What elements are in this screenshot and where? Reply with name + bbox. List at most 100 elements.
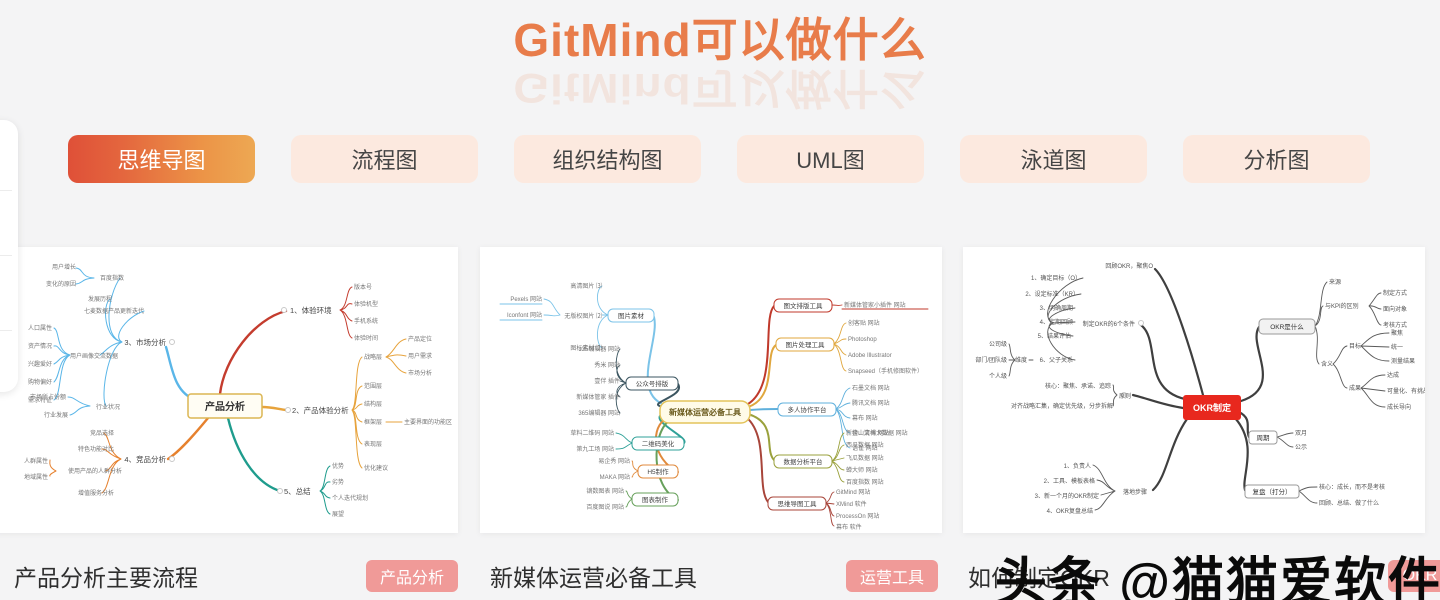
map-node: 图表制作: [642, 495, 669, 504]
map-node: 秀米 网站: [594, 361, 620, 369]
map-node: 草料二维码 网站: [570, 429, 614, 437]
tab-uml[interactable]: UML图: [737, 135, 924, 183]
okr-center-box: [1183, 395, 1241, 420]
card-caption-okr: 如何制定OKR: [968, 565, 1110, 591]
map-node: 展望: [332, 510, 344, 518]
map-node: 七麦数据产品更新迭代: [84, 307, 144, 315]
tab-swimlane[interactable]: 泳道图: [960, 135, 1147, 183]
map-node: 百度图说 网站: [586, 503, 624, 511]
map-node: OKR是什么: [1270, 322, 1304, 331]
map-node: 公众号排版: [636, 379, 669, 388]
center-node-label: OKR制定: [1193, 402, 1232, 413]
map-node: Snapseed（手机修图软件）: [848, 367, 923, 375]
mindmap-card-okr[interactable]: OKR制定 OKR是什么 来源 与KPI的区别 制定方式 面向对象 考核方式 含…: [963, 247, 1425, 533]
branch-lines-red: [218, 286, 353, 396]
map-node: 增值服务分析: [78, 489, 114, 497]
map-node: 2、工具、模板表格: [1044, 477, 1095, 485]
map-node: 5、结果评估: [1038, 332, 1071, 340]
map-node: 目标: [1349, 342, 1361, 350]
toggle-dots: [1121, 320, 1144, 398]
map-node: 思维导图工具: [778, 499, 818, 508]
tab-orgchart[interactable]: 组织结构图: [514, 135, 701, 183]
map-node: 3、新一个月的OKR制定: [1035, 492, 1099, 500]
map-node: GitMind 网站: [836, 488, 870, 496]
divider: [0, 255, 12, 256]
map-node: 4、OKR复盘总结: [1047, 507, 1093, 515]
map-node: 1、确定目标（O）: [1031, 274, 1081, 282]
map-node: 来源: [1329, 278, 1341, 286]
tab-mindmap[interactable]: 思维导图: [68, 135, 255, 183]
map-node: 人群属性: [24, 457, 48, 465]
map-node: 达成: [1387, 371, 1399, 379]
mindmap-svg-okr: OKR制定 OKR是什么 来源 与KPI的区别 制定方式 面向对象 考核方式 含…: [975, 262, 1425, 515]
map-node: 战略层: [364, 353, 382, 361]
map-node: 金山文档 网站: [852, 429, 890, 437]
map-node: 复盘（打分）: [1253, 487, 1292, 496]
watermark-toutiao: 头条 @猫猫爱软件: [994, 554, 1440, 600]
map-node: 落地步骤: [1123, 488, 1147, 496]
map-node: XMind 软件: [836, 500, 867, 508]
map-node: 测量结果: [1391, 357, 1415, 365]
card-caption-media-tools: 新媒体运营必备工具: [490, 565, 697, 591]
map-node: 图文排版工具: [784, 301, 824, 310]
map-node: 幕布 网站: [852, 414, 878, 422]
map-node: 用户增长: [52, 263, 76, 271]
map-node: MAKA 网站: [600, 473, 630, 481]
map-node: 优化建议: [364, 464, 388, 472]
map-node: 数据分析平台: [784, 457, 823, 466]
map-node: 用户画像交流数据: [70, 352, 118, 360]
map-node: 成果: [1349, 384, 1361, 392]
map-node: 用户需求: [408, 352, 432, 360]
map-node: 壹伴 插件: [594, 377, 620, 385]
tab-analysis[interactable]: 分析图: [1183, 135, 1370, 183]
map-node: 周期: [1257, 434, 1271, 442]
map-node: 幕布 软件: [836, 523, 862, 531]
map-node: 镝数图表 网站: [586, 487, 624, 495]
map-node: 图标素材 ⑵: [570, 344, 602, 352]
map-node: Iconfont 网站: [507, 311, 542, 319]
map-node: 石墨文档 网站: [852, 384, 890, 392]
map-node: 范围层: [364, 382, 382, 390]
map-node: 5、总结: [284, 486, 311, 496]
map-node: 兴趣爱好: [28, 360, 52, 368]
map-node: 西瓜数据 网站: [846, 441, 884, 449]
map-node: 135编辑器 网站: [578, 345, 620, 353]
map-node: 图片素材: [618, 311, 645, 320]
map-node: 可量化、有挑战: [1387, 387, 1425, 395]
map-node: 365编辑器 网站: [578, 409, 620, 417]
map-node: 创客贴 网站: [848, 319, 880, 327]
mindmap-card-media-tools[interactable]: 新媒体运营必备工具 图片素材 高清图片 ⑶ 无版权图片 ⑵ 图标素材 ⑵ Pex…: [480, 247, 942, 533]
branch-lines-yellow: [260, 338, 407, 469]
map-node: 公示: [1295, 444, 1307, 451]
map-node: 市场所占份额: [30, 393, 66, 401]
map-node: 维度: [1015, 356, 1027, 364]
page-title: GitMind可以做什么: [513, 14, 927, 66]
map-node: 6、父子关系: [1040, 356, 1073, 364]
branch-lines-trunk: [1131, 267, 1264, 492]
map-node: 腾讯文档 网站: [852, 399, 890, 407]
map-node: 回顾、总结、做了什么: [1319, 499, 1379, 507]
map-node: 回顾OKR，聚焦O: [1105, 262, 1153, 270]
map-labels: 新媒体运营必备工具 图片素材 高清图片 ⑶ 无版权图片 ⑵ 图标素材 ⑵ Pex…: [507, 282, 923, 531]
map-node: ProcessOn 网站: [836, 512, 879, 520]
map-node: 聚焦: [1391, 329, 1403, 337]
map-node: 版本号: [354, 283, 372, 291]
map-node: 高清图片 ⑶: [570, 282, 602, 290]
tab-flowchart[interactable]: 流程图: [291, 135, 478, 183]
map-node: 表现层: [364, 440, 382, 448]
map-node: 购物偏好: [28, 378, 52, 386]
map-node: 结构层: [364, 400, 382, 408]
map-node: 制定方式: [1383, 289, 1407, 297]
map-node: H5制作: [647, 467, 669, 476]
map-node: 市场分析: [408, 369, 432, 377]
card-tag-product-analysis: 产品分析: [366, 560, 459, 592]
map-node: 个人迭代规划: [332, 494, 368, 502]
map-node: 图片处理工具: [786, 340, 826, 349]
map-node: 百度指数 网站: [846, 478, 884, 486]
map-node: 二维码美化: [642, 439, 675, 448]
map-node: 2、产品体验分析: [292, 405, 349, 415]
toggle-dots: [169, 307, 291, 494]
map-node: 易企秀 网站: [598, 457, 630, 465]
mindmap-card-product-analysis[interactable]: 产品分析 3、市场分析 百度指数 用户增长 变化的原因 发展历程 七麦数据产品更…: [0, 247, 458, 533]
